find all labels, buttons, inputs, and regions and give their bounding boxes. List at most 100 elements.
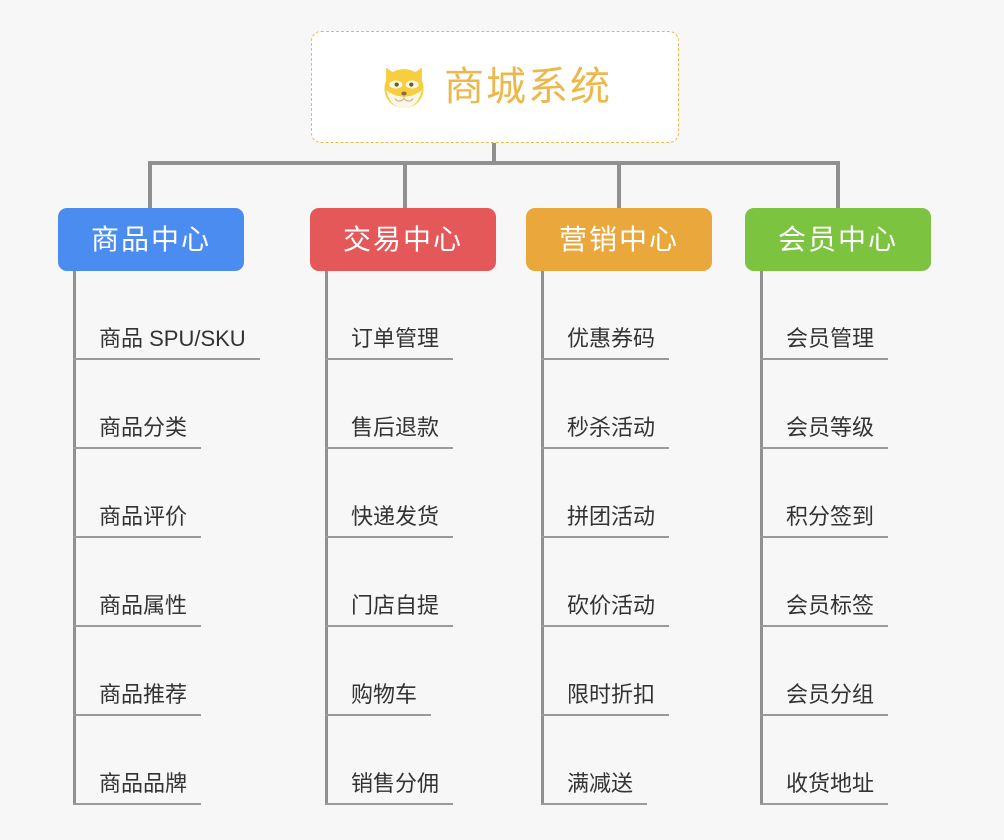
root-node-title: 商城系统: [444, 65, 612, 109]
branch-item-list-2: 订单管理售后退款快递发货门店自提购物车销售分佣: [325, 271, 535, 805]
branch-item-label: 商品属性: [99, 593, 188, 618]
connector-drop-3: [617, 161, 621, 209]
branch-item[interactable]: 销售分佣: [325, 716, 535, 805]
connector-root-stem: [492, 143, 496, 165]
branch-item[interactable]: 限时折扣: [541, 627, 751, 716]
branch-header-label-1: 商品中心: [90, 223, 211, 255]
branch-header-1[interactable]: 商品中心: [58, 208, 244, 271]
branch-item-underline: [760, 714, 888, 716]
branch-item-label: 商品分类: [99, 415, 188, 440]
shiba-dog-face-icon: [384, 67, 424, 109]
branch-item-label: 拼团活动: [567, 504, 656, 529]
branch-item[interactable]: 会员标签: [760, 538, 970, 627]
branch-item-underline: [73, 447, 201, 449]
branch-item[interactable]: 积分签到: [760, 449, 970, 538]
branch-item[interactable]: 商品属性: [73, 538, 283, 627]
branch-column-1: 商品中心 商品 SPU/SKU 商品分类商品评价商品属性商品推荐商品品牌: [58, 208, 260, 805]
branch-item-label: 会员标签: [786, 593, 875, 618]
branch-column-3: 营销中心 优惠券码秒杀活动拼团活动砍价活动限时折扣满减送: [526, 208, 712, 805]
branch-header-label-2: 交易中心: [342, 223, 463, 255]
branch-header-label-3: 营销中心: [558, 223, 679, 255]
branch-column-4: 会员中心 会员管理会员等级积分签到会员标签会员分组收货地址: [745, 208, 931, 805]
branch-item[interactable]: 快递发货: [325, 449, 535, 538]
branch-item[interactable]: 砍价活动: [541, 538, 751, 627]
branch-item[interactable]: 售后退款: [325, 360, 535, 449]
root-node-mall-system[interactable]: 商城系统: [311, 31, 679, 143]
connector-drop-2: [403, 161, 407, 209]
branch-item-underline: [73, 803, 201, 805]
branch-item-label: 会员分组: [786, 682, 875, 707]
branch-item-underline: [325, 536, 453, 538]
branch-header-3[interactable]: 营销中心: [526, 208, 712, 271]
branch-item-underline: [760, 358, 888, 360]
branch-item-underline: [325, 447, 453, 449]
branch-header-4[interactable]: 会员中心: [745, 208, 931, 271]
branch-item-label: 门店自提: [351, 593, 440, 618]
branch-item-label: 限时折扣: [567, 682, 656, 707]
branch-item-underline: [760, 536, 888, 538]
branch-item-underline: [541, 714, 669, 716]
branch-item-label: 会员等级: [786, 415, 875, 440]
branch-item-underline: [73, 358, 260, 360]
branch-item-label: 订单管理: [351, 326, 440, 351]
branch-item[interactable]: 会员等级: [760, 360, 970, 449]
branch-item-underline: [541, 803, 647, 805]
branch-item-label: 快递发货: [351, 504, 440, 529]
branch-item-label: 商品品牌: [99, 771, 188, 796]
branch-item[interactable]: 秒杀活动: [541, 360, 751, 449]
branch-item-label: 秒杀活动: [567, 415, 656, 440]
branch-item[interactable]: 会员分组: [760, 627, 970, 716]
branch-item-label: 收货地址: [786, 771, 875, 796]
branch-item-label: 优惠券码: [567, 326, 656, 351]
branch-item-underline: [73, 536, 201, 538]
branch-item[interactable]: 商品评价: [73, 449, 283, 538]
branch-item[interactable]: 订单管理: [325, 271, 535, 360]
branch-item-underline: [73, 714, 201, 716]
branch-item-underline: [541, 625, 669, 627]
branch-spine-3: [541, 271, 544, 805]
branch-item-underline: [541, 358, 669, 360]
branch-item-underline: [760, 803, 888, 805]
branch-item-label: 商品 SPU/SKU: [99, 326, 246, 351]
branch-item-underline: [760, 447, 888, 449]
branch-item-underline: [760, 625, 888, 627]
branch-item-underline: [73, 625, 201, 627]
branch-item-underline: [541, 447, 669, 449]
branch-item-label: 销售分佣: [351, 771, 440, 796]
connector-horizontal-bus: [148, 161, 840, 165]
branch-item-underline: [541, 536, 669, 538]
branch-item-label: 砍价活动: [567, 593, 656, 618]
branch-item-label: 商品推荐: [99, 682, 188, 707]
branch-spine-2: [325, 271, 328, 805]
branch-header-label-4: 会员中心: [777, 223, 898, 255]
branch-item[interactable]: 优惠券码: [541, 271, 751, 360]
connector-drop-4: [836, 161, 840, 209]
branch-item[interactable]: 商品推荐: [73, 627, 283, 716]
branch-item-underline: [325, 625, 453, 627]
branch-item[interactable]: 拼团活动: [541, 449, 751, 538]
branch-item-list-3: 优惠券码秒杀活动拼团活动砍价活动限时折扣满减送: [541, 271, 751, 805]
branch-item[interactable]: 收货地址: [760, 716, 970, 805]
branch-item[interactable]: 购物车: [325, 627, 535, 716]
branch-item[interactable]: 会员管理: [760, 271, 970, 360]
branch-item-label: 会员管理: [786, 326, 875, 351]
connector-drop-1: [148, 161, 152, 209]
branch-item-underline: [325, 358, 453, 360]
branch-spine-4: [760, 271, 763, 805]
branch-item[interactable]: 满减送: [541, 716, 751, 805]
branch-item[interactable]: 商品品牌: [73, 716, 283, 805]
branch-item-list-4: 会员管理会员等级积分签到会员标签会员分组收货地址: [760, 271, 970, 805]
branch-item-list-1: 商品 SPU/SKU 商品分类商品评价商品属性商品推荐商品品牌: [73, 271, 283, 805]
branch-item-label: 购物车: [351, 682, 418, 707]
branch-item[interactable]: 门店自提: [325, 538, 535, 627]
branch-spine-1: [73, 271, 76, 805]
branch-item-label: 售后退款: [351, 415, 440, 440]
branch-column-2: 交易中心 订单管理售后退款快递发货门店自提购物车销售分佣: [310, 208, 496, 805]
branch-item-label: 满减送: [567, 771, 634, 796]
branch-item[interactable]: 商品分类: [73, 360, 283, 449]
branch-item-label: 商品评价: [99, 504, 188, 529]
branch-item[interactable]: 商品 SPU/SKU: [73, 271, 283, 360]
branch-header-2[interactable]: 交易中心: [310, 208, 496, 271]
branch-item-underline: [325, 803, 453, 805]
